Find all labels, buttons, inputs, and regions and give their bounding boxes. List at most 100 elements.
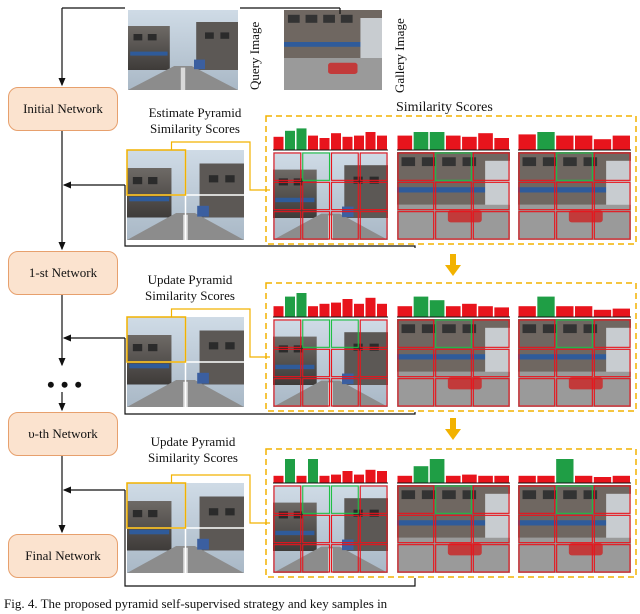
stage3-query-thumb (127, 483, 244, 573)
score-bar (537, 132, 555, 150)
score-bar (365, 132, 376, 150)
patch-cell (435, 152, 472, 181)
score-bar (537, 475, 555, 483)
patch-cell (302, 319, 331, 348)
score-bar (593, 309, 612, 317)
query-image-label: Query Image (247, 21, 262, 90)
patch-cell (397, 378, 435, 407)
patch-cell (273, 485, 302, 514)
stage1-scores-box (265, 115, 637, 245)
patch-cell (593, 181, 631, 211)
patch-cell (330, 544, 359, 573)
score-bar (494, 138, 509, 150)
score-bar (331, 133, 341, 150)
stage1-connector (170, 141, 270, 191)
score-bar (308, 459, 318, 483)
first-network-label: 1-st Network (28, 265, 98, 280)
patch-cell (435, 485, 472, 514)
score-bar (413, 296, 429, 317)
patch-cell (302, 348, 331, 378)
patch-cell (302, 544, 331, 573)
score-bar (462, 303, 477, 317)
patch-cell (556, 319, 593, 348)
patch-cell (472, 378, 510, 407)
patch-cell (273, 211, 302, 240)
score-bar (556, 135, 574, 150)
patch-cell (472, 319, 510, 348)
stage1-label-line2: Similarity Scores (150, 121, 240, 136)
score-bar (296, 475, 307, 483)
score-bar (296, 128, 307, 150)
patch-cell (273, 152, 302, 181)
score-bar (462, 136, 477, 150)
score-bar (285, 130, 295, 150)
patch-cell (273, 348, 302, 378)
patch-cell (556, 211, 593, 240)
stage1-gallery-panel-1 (273, 152, 388, 240)
patch-cell (518, 319, 556, 348)
patch-cell (397, 152, 435, 181)
score-bar (413, 132, 429, 150)
score-bar (445, 135, 461, 150)
gallery-image (284, 10, 382, 90)
patch-cell (472, 514, 510, 544)
score-bar (537, 296, 555, 317)
stage2-connector (170, 308, 270, 358)
score-bar (478, 475, 493, 483)
patch-cell (330, 514, 359, 544)
stage2-label: Update Pyramid Similarity Scores (130, 272, 250, 304)
stage3-scores-box (265, 448, 637, 578)
patch-cell (435, 378, 472, 407)
patch-cell (359, 152, 388, 181)
initial-network-box: Initial Network (8, 87, 118, 131)
stage-transition-arrow-head (445, 265, 461, 276)
patch-cell (556, 514, 593, 544)
patch-cell (593, 211, 631, 240)
score-bar (556, 459, 574, 483)
stage1-label-line1: Estimate Pyramid (148, 105, 242, 120)
stage1-gallery-panel-2 (397, 152, 510, 240)
score-bar (462, 474, 477, 483)
score-bar (308, 135, 318, 150)
ellipsis-dots: ••• (47, 372, 89, 397)
score-bar (285, 296, 295, 317)
score-bar (445, 475, 461, 483)
score-bar (273, 475, 284, 483)
patch-cell (359, 514, 388, 544)
score-bar (285, 459, 295, 483)
stage3-connector (170, 474, 270, 524)
stage-transition-arrow-shaft (450, 418, 456, 430)
score-bar (308, 306, 318, 317)
patch-cell (397, 544, 435, 573)
patch-cell (556, 152, 593, 181)
stage2-gallery-panel-2 (397, 319, 510, 407)
patch-cell (302, 485, 331, 514)
patch-cell (397, 319, 435, 348)
stage1-gallery-panel-3 (518, 152, 631, 240)
patch-cell (330, 348, 359, 378)
score-bar (575, 475, 593, 483)
stage3-selected-region (126, 482, 187, 529)
stage2-label-line2: Similarity Scores (145, 288, 235, 303)
patch-cell (435, 348, 472, 378)
score-bar (612, 135, 630, 150)
patch-cell (397, 514, 435, 544)
patch-cell (435, 544, 472, 573)
score-bar (273, 136, 284, 150)
score-bar (612, 475, 630, 483)
patch-cell (556, 378, 593, 407)
patch-cell (397, 181, 435, 211)
patch-cell (518, 211, 556, 240)
score-bar (429, 300, 445, 317)
patch-cell (556, 544, 593, 573)
patch-cell (556, 348, 593, 378)
patch-cell (593, 514, 631, 544)
score-bar (478, 306, 493, 317)
patch-cell (397, 485, 435, 514)
patch-cell (593, 378, 631, 407)
patch-cell (397, 211, 435, 240)
score-bar (494, 475, 509, 483)
score-bar (342, 471, 353, 483)
patch-cell (556, 485, 593, 514)
final-network-box: Final Network (8, 534, 118, 578)
